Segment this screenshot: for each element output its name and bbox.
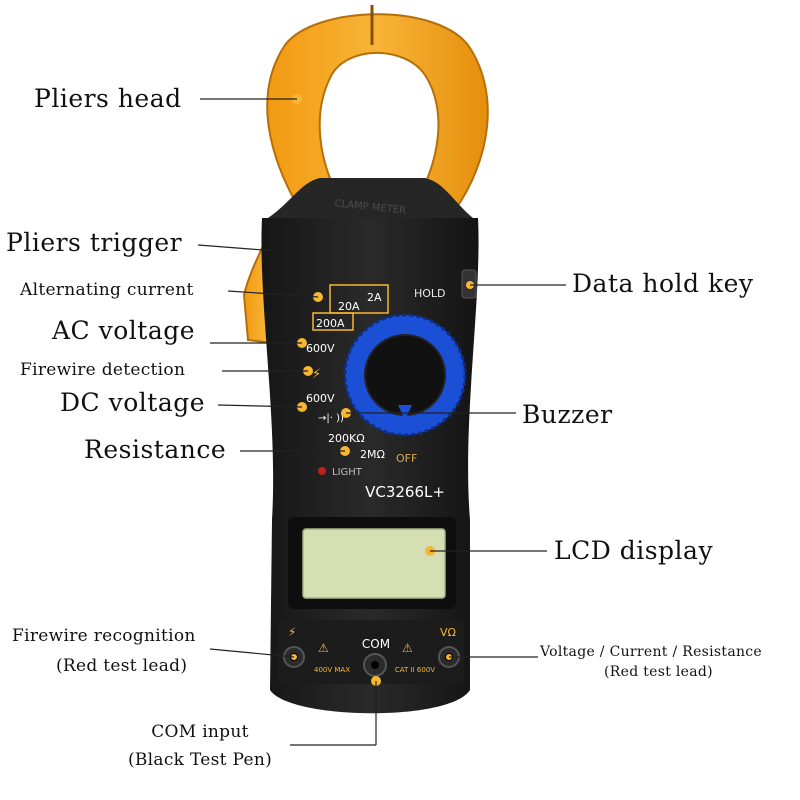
warning-left: ⚠: [318, 641, 329, 655]
range-600v-ac: 600V: [306, 342, 335, 355]
light-indicator: [318, 467, 326, 475]
off-label: OFF: [396, 452, 417, 465]
label-firewire-recognition: Firewire recognition: [12, 626, 196, 646]
label-vcr-sub: (Red test lead): [604, 664, 713, 680]
port-note-left: 400V MAX: [314, 666, 350, 674]
pliers-head: [266, 13, 489, 212]
hold-label: HOLD: [414, 287, 446, 300]
lcd-display: [302, 528, 446, 599]
firewire-port-symbol: ⚡: [288, 625, 296, 639]
com-port-label: COM: [362, 637, 390, 651]
range-box-200a: [312, 312, 354, 331]
diode-buzzer-symbol: →|· )): [318, 413, 344, 424]
label-pliers-trigger: Pliers trigger: [6, 228, 183, 257]
warning-right: ⚠: [402, 641, 413, 655]
vohm-port-label: VΩ: [440, 626, 456, 639]
firewire-symbol: ⚡: [312, 367, 321, 382]
leader-lines: [197, 98, 566, 746]
light-label: LIGHT: [332, 467, 363, 478]
leader-alternating-current: [227, 290, 319, 298]
label-com-input: COM input: [151, 722, 249, 742]
rotary-dial-knob[interactable]: [364, 334, 446, 416]
label-resistance: Resistance: [84, 435, 227, 464]
label-pliers-head: Pliers head: [34, 84, 182, 113]
port-note-right: CAT II 600V: [395, 666, 435, 674]
model-name: VC3266L+: [365, 483, 445, 501]
range-box-2a: [329, 284, 389, 314]
range-20a: 20A: [338, 300, 360, 313]
label-buzzer: Buzzer: [522, 400, 613, 429]
range-200k: 200KΩ: [328, 432, 365, 445]
jack-com-hole: [371, 661, 379, 669]
range-2a: 2A: [367, 291, 382, 304]
leader-dc-voltage: [217, 404, 303, 408]
leader-pliers-trigger: [197, 244, 277, 252]
label-firewire-recognition-sub: (Red test lead): [56, 656, 188, 676]
label-data-hold-key: Data hold key: [572, 269, 754, 298]
label-com-input-sub: (Black Test Pen): [127, 750, 273, 770]
label-alternating-current: Alternating current: [20, 280, 194, 300]
label-vcr: Voltage / Current / Resistance: [540, 644, 763, 660]
label-ac-voltage: AC voltage: [52, 316, 196, 345]
range-200a: 200A: [316, 317, 345, 330]
leader-firewire-recognition: [209, 648, 295, 658]
label-firewire-detection: Firewire detection: [20, 360, 186, 380]
label-lcd-display: LCD display: [554, 536, 714, 565]
range-600v-dc: 600V: [306, 392, 335, 405]
range-2m: 2MΩ: [360, 448, 385, 461]
label-dc-voltage: DC voltage: [60, 388, 206, 417]
port-panel: [278, 620, 464, 684]
